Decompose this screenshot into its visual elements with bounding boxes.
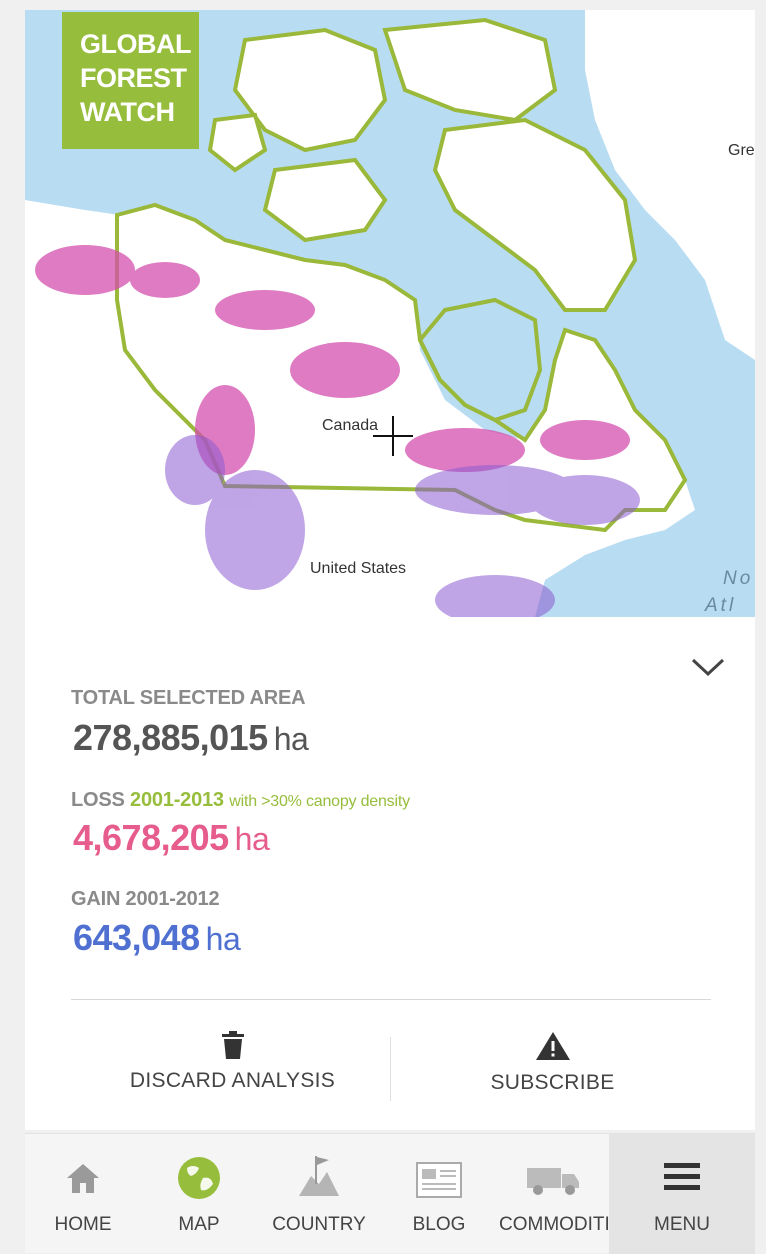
trash-icon <box>221 1031 244 1059</box>
nav-item-home[interactable]: HOME <box>25 1134 141 1254</box>
map-label-ocean-1: No <box>723 568 754 589</box>
total-area-number: 278,885,015 <box>73 717 268 758</box>
logo-line-2: FOREST <box>80 63 187 93</box>
gain-label: GAIN 2001-2012 <box>71 888 220 910</box>
nav-item-blog[interactable]: BLOG <box>381 1134 497 1254</box>
loss-label-prefix: LOSS <box>71 789 125 811</box>
actions-divider <box>390 1037 391 1101</box>
country-flag-icon <box>299 1156 339 1196</box>
loss-number: 4,678,205 <box>73 817 229 858</box>
nav-item-commodities[interactable]: COMMODITIES <box>497 1134 609 1254</box>
panel-divider <box>71 999 711 1000</box>
nav-label-menu: MENU <box>654 1214 710 1235</box>
global-forest-watch-logo[interactable]: GLOBAL FOREST WATCH <box>62 12 199 149</box>
nav-label-home: HOME <box>54 1214 112 1235</box>
discard-analysis-button[interactable]: DISCARD ANALYSIS <box>125 1031 340 1093</box>
crosshair-cursor-icon <box>373 416 413 456</box>
home-icon <box>67 1164 99 1193</box>
subscribe-button[interactable]: SUBSCRIBE <box>470 1031 635 1095</box>
map-label-ocean-2: Atl <box>705 595 737 616</box>
bottom-nav: HOME MAP COUNTRY <box>25 1133 755 1254</box>
logo-line-1: GLOBAL <box>80 29 192 59</box>
nav-label-country: COUNTRY <box>272 1214 366 1235</box>
gain-unit: ha <box>205 921 241 957</box>
loss-label: LOSS 2001-2013 with >30% canopy density <box>71 789 410 812</box>
gain-number: 643,048 <box>73 917 200 958</box>
globe-icon <box>178 1157 220 1199</box>
nav-label-commodities: COMMODITIES <box>499 1214 609 1235</box>
loss-unit: ha <box>234 821 270 857</box>
map-view[interactable]: GLOBAL FOREST WATCH Canada United States… <box>25 10 755 617</box>
map-label-greenland: Gre <box>728 142 755 159</box>
nav-item-country[interactable]: COUNTRY <box>257 1134 381 1254</box>
map-label-united-states: United States <box>310 560 407 577</box>
nav-item-map[interactable]: MAP <box>141 1134 257 1254</box>
nav-label-map: MAP <box>178 1214 220 1235</box>
newspaper-icon <box>416 1162 462 1198</box>
hamburger-menu-icon <box>664 1163 700 1190</box>
map-canvas[interactable] <box>25 10 755 617</box>
total-area-label: TOTAL SELECTED AREA <box>71 687 306 709</box>
map-label-canada: Canada <box>322 417 379 434</box>
warning-icon <box>535 1032 570 1060</box>
nav-item-menu[interactable]: MENU <box>609 1134 755 1254</box>
loss-label-years: 2001-2013 <box>130 789 224 811</box>
total-area-unit: ha <box>273 721 309 757</box>
truck-icon <box>527 1168 579 1195</box>
subscribe-label: SUBSCRIBE <box>490 1071 615 1094</box>
logo-line-3: WATCH <box>80 97 175 127</box>
loss-label-suffix: with >30% canopy density <box>229 793 410 810</box>
chevron-down-icon[interactable] <box>690 655 726 679</box>
nav-label-blog: BLOG <box>412 1214 466 1235</box>
discard-analysis-label: DISCARD ANALYSIS <box>129 1069 336 1092</box>
